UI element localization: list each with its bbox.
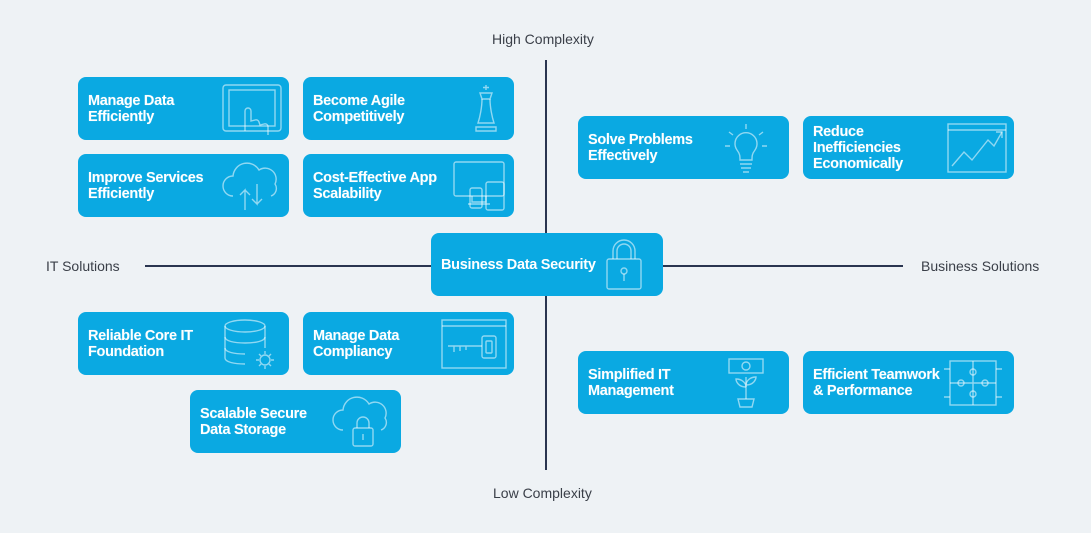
card-improve-services-efficiently[interactable]: Improve Services Efficiently: [78, 154, 289, 217]
card-cost-effective-app-scalability[interactable]: Cost-Effective App Scalability: [303, 154, 514, 217]
card-label: Reliable Core IT Foundation: [88, 327, 193, 360]
card-reduce-inefficiencies-economically[interactable]: Reduce Inefficiencies Economically: [803, 116, 1014, 179]
card-label: Manage Data Efficiently: [88, 92, 175, 125]
lightbulb-icon: [715, 120, 783, 175]
axis-label-low-complexity: Low Complexity: [493, 485, 592, 501]
puzzle-network-icon: [940, 355, 1008, 410]
key-window-icon: [440, 316, 508, 371]
card-label: Efficient Teamwork & Performance: [813, 366, 940, 399]
card-manage-data-compliancy[interactable]: Manage Data Compliancy: [303, 312, 514, 375]
chess-piece-icon: [440, 81, 508, 136]
horizontal-axis-line-right: [663, 265, 903, 267]
growth-chart-icon: [940, 120, 1008, 175]
cloud-sync-icon: [215, 158, 283, 213]
card-label: Cost-Effective App Scalability: [313, 169, 437, 202]
card-simplified-it-management[interactable]: Simplified IT Management: [578, 351, 789, 414]
card-label: Become Agile Competitively: [313, 92, 405, 125]
axis-label-high-complexity: High Complexity: [492, 31, 594, 47]
card-label: Manage Data Compliancy: [313, 327, 400, 360]
card-label: Reduce Inefficiencies Economically: [813, 123, 903, 172]
axis-label-business-solutions: Business Solutions: [921, 258, 1040, 274]
horizontal-axis-line-left: [145, 265, 431, 267]
devices-icon: [440, 158, 508, 213]
card-efficient-teamwork-performance[interactable]: Efficient Teamwork & Performance: [803, 351, 1014, 414]
card-manage-data-efficiently[interactable]: Manage Data Efficiently: [78, 77, 289, 140]
card-become-agile-competitively[interactable]: Become Agile Competitively: [303, 77, 514, 140]
padlock-icon: [599, 237, 649, 292]
touchscreen-tablet-icon: [215, 81, 283, 136]
cloud-lock-icon: [327, 394, 395, 449]
center-label: Business Data Security: [441, 256, 596, 273]
database-gear-icon: [215, 316, 283, 371]
card-label: Scalable Secure Data Storage: [200, 405, 307, 438]
center-business-data-security[interactable]: Business Data Security: [431, 233, 663, 296]
card-label: Improve Services Efficiently: [88, 169, 204, 202]
card-label: Solve Problems Effectively: [588, 131, 693, 164]
card-solve-problems-effectively[interactable]: Solve Problems Effectively: [578, 116, 789, 179]
axis-label-it-solutions: IT Solutions: [46, 258, 120, 274]
card-reliable-core-it-foundation[interactable]: Reliable Core IT Foundation: [78, 312, 289, 375]
money-plant-icon: [715, 355, 783, 410]
card-scalable-secure-data-storage[interactable]: Scalable Secure Data Storage: [190, 390, 401, 453]
card-label: Simplified IT Management: [588, 366, 674, 399]
